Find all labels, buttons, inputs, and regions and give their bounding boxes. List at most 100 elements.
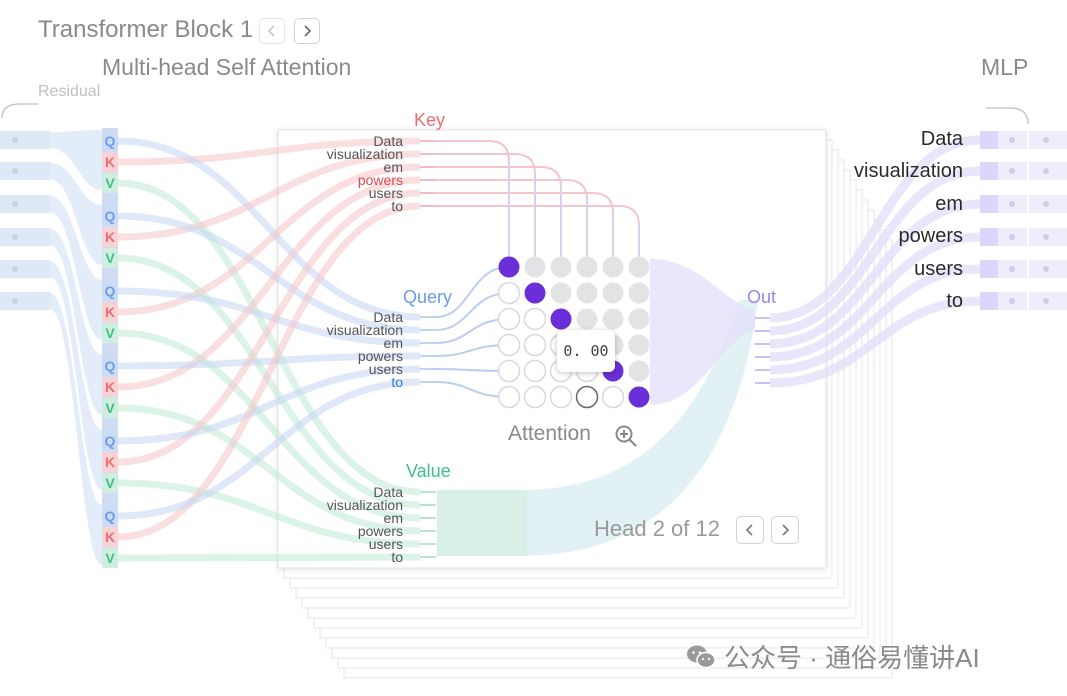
key-flow — [117, 202, 421, 541]
value-token[interactable]: powers — [357, 523, 403, 539]
qkv-letter: K — [105, 229, 115, 245]
attention-cell — [601, 385, 625, 409]
query-token[interactable]: powers — [357, 348, 403, 364]
residual-token-bar — [0, 162, 50, 180]
prev-head-button[interactable] — [736, 516, 764, 544]
residual-flow — [50, 293, 102, 565]
qkv-cell — [102, 473, 118, 493]
query-token[interactable]: users — [368, 361, 403, 377]
chevron-right-icon — [304, 25, 312, 37]
mlp-token[interactable]: to — [946, 290, 963, 312]
residual-token-bar — [0, 195, 50, 213]
residual-token-bar — [0, 131, 50, 149]
mlp-bracket — [986, 107, 1029, 125]
key-flow — [117, 137, 421, 166]
attention-cell-masked — [602, 308, 624, 330]
attention-cell-masked — [524, 256, 546, 278]
attention-cell — [523, 333, 547, 357]
qkv-letter: V — [105, 550, 115, 566]
mlp-title: MLP — [981, 54, 1029, 80]
value-token[interactable]: em — [383, 510, 403, 526]
mlp-token-block — [980, 292, 998, 310]
mlp-dot — [1009, 137, 1015, 143]
key-token-highlighted[interactable]: powers — [357, 172, 403, 188]
attention-cell-active — [628, 386, 650, 408]
mlp-dot — [1009, 298, 1015, 304]
qkv-cell — [102, 173, 118, 193]
qkv-letter: K — [105, 529, 115, 545]
key-to-grid-line — [436, 205, 640, 267]
qkv-cell — [102, 152, 118, 172]
prev-block-button[interactable] — [259, 18, 285, 44]
value-flow — [117, 329, 421, 522]
qkv-letter: Q — [105, 208, 116, 224]
head-indicator: Head 2 of 12 — [594, 516, 720, 541]
block-title: Transformer Block 1 — [38, 16, 254, 43]
mlp-token[interactable]: powers — [898, 225, 963, 247]
qkv-cell — [102, 377, 118, 397]
mlp-token[interactable]: em — [935, 193, 963, 215]
qkv-cell — [102, 227, 118, 247]
query-flow — [117, 212, 421, 334]
mlp-token-bar — [998, 131, 1067, 149]
query-token[interactable]: visualization — [326, 322, 403, 338]
qkv-cell — [102, 356, 118, 376]
key-to-grid-line — [436, 153, 536, 267]
zoom-in-icon[interactable] — [614, 424, 638, 448]
next-block-button[interactable] — [294, 18, 320, 44]
value-token[interactable]: users — [368, 536, 403, 552]
key-token[interactable]: users — [368, 185, 403, 201]
mlp-dot — [1009, 168, 1015, 174]
attention-cell-masked — [628, 334, 650, 356]
query-flow — [117, 352, 421, 370]
query-token[interactable]: em — [383, 335, 403, 351]
attention-cell-masked — [628, 256, 650, 278]
attention-cell-hovered — [575, 385, 599, 409]
attention-cell-masked — [550, 256, 572, 278]
attention-cell-active — [550, 308, 572, 330]
query-flow — [117, 137, 421, 321]
attention-tooltip: 0. 00 — [557, 330, 615, 372]
key-token[interactable]: Data — [373, 133, 403, 149]
attention-to-out-flow — [650, 259, 755, 405]
query-flow — [117, 287, 421, 347]
out-label: Out — [747, 287, 777, 307]
residual-flow — [50, 163, 102, 265]
next-head-button[interactable] — [771, 516, 799, 544]
residual-dot — [12, 298, 18, 304]
qkv-letter: V — [105, 325, 115, 341]
attention-cell-active — [498, 256, 520, 278]
query-token-highlighted[interactable]: to — [391, 374, 403, 390]
mlp-token-bar — [998, 195, 1067, 213]
key-flow — [117, 150, 421, 241]
key-token[interactable]: visualization — [326, 146, 403, 162]
attention-label: Attention — [508, 422, 591, 445]
value-flow — [117, 553, 421, 562]
attention-cell-masked — [576, 308, 598, 330]
mlp-token[interactable]: visualization — [854, 160, 963, 182]
query-token[interactable]: Data — [373, 309, 403, 325]
value-token[interactable]: visualization — [326, 497, 403, 513]
qkv-cell — [102, 398, 118, 418]
key-token[interactable]: em — [383, 159, 403, 175]
value-token[interactable]: to — [391, 549, 403, 565]
qkv-cell — [102, 206, 118, 226]
out-to-mlp-flow — [769, 232, 981, 362]
mlp-dot — [1043, 168, 1049, 174]
query-label: Query — [403, 287, 453, 307]
value-token[interactable]: Data — [373, 484, 403, 500]
chevron-right-icon — [782, 524, 790, 536]
mlp-token-bar — [998, 260, 1067, 278]
mlp-token[interactable]: Data — [920, 128, 963, 150]
query-to-grid-line — [435, 266, 510, 318]
query-flow — [117, 365, 421, 445]
qkv-letter: V — [105, 475, 115, 491]
mlp-token[interactable]: users — [914, 258, 963, 280]
residual-dot — [12, 137, 18, 143]
qkv-letter: Q — [105, 433, 116, 449]
residual-dot — [12, 266, 18, 272]
key-to-grid-line — [436, 166, 562, 267]
key-token[interactable]: to — [391, 198, 403, 214]
qkv-letter: V — [105, 250, 115, 266]
